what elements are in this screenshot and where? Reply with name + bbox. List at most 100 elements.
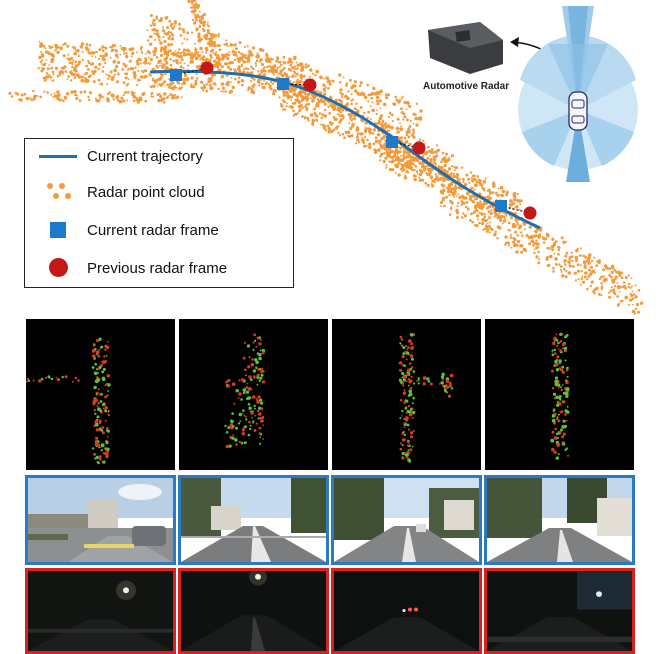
radar-point [365, 122, 368, 125]
radar-point [136, 100, 140, 104]
radar-point [218, 44, 221, 47]
radar-point [407, 127, 411, 131]
radar-point [400, 442, 403, 445]
radar-point [608, 295, 612, 299]
radar-point [102, 58, 106, 61]
radar-point [519, 203, 522, 206]
radar-point [407, 103, 409, 106]
radar-point [535, 255, 539, 259]
radar-point [402, 149, 406, 153]
radar-point [403, 136, 407, 140]
radar-point [235, 55, 238, 57]
radar-point [557, 253, 560, 256]
radar-point [552, 341, 556, 345]
radar-point [486, 190, 489, 192]
radar-point [609, 289, 613, 292]
radar-point [218, 68, 222, 72]
radar-point [564, 263, 567, 266]
radar-point [98, 446, 100, 449]
radar-point [534, 230, 538, 234]
radar-point [127, 90, 130, 94]
radar-point [556, 416, 559, 418]
radar-point [426, 156, 430, 160]
radar-point [406, 423, 410, 427]
radar-point [182, 53, 186, 57]
radar-point [260, 407, 264, 411]
radar-point [634, 295, 638, 299]
radar-point [551, 237, 555, 241]
radar-point [331, 79, 335, 83]
radar-point [542, 241, 546, 244]
radar-point [183, 74, 187, 78]
radar-point [235, 389, 239, 393]
radar-point [552, 245, 555, 248]
radar-point [208, 83, 212, 87]
radar-point [371, 92, 375, 96]
radar-point [614, 275, 618, 279]
radar-point [500, 214, 504, 219]
radar-point [237, 65, 241, 69]
radar-point [465, 205, 468, 209]
radar-point [207, 24, 210, 28]
radar-point [414, 113, 417, 116]
radar-point [561, 425, 565, 429]
radar-point [202, 20, 206, 24]
radar-point [359, 106, 363, 109]
radar-point [631, 309, 636, 314]
radar-point [285, 90, 289, 95]
radar-point [252, 78, 256, 81]
radar-point [408, 104, 412, 108]
radar-point [296, 78, 299, 82]
radar-point [169, 93, 172, 97]
radar-point [239, 420, 242, 422]
radar-point [266, 65, 269, 69]
radar-point [482, 228, 485, 231]
radar-point [412, 135, 416, 139]
radar-point [426, 173, 429, 176]
radar-point [352, 117, 355, 120]
radar-point [442, 378, 444, 381]
radar-point [353, 118, 356, 121]
radar-point [324, 128, 328, 132]
radar-point [453, 192, 456, 195]
radar-point [561, 274, 565, 278]
radar-point [323, 108, 327, 112]
radar-point [429, 160, 433, 163]
radar-point [214, 52, 217, 55]
radar-point [259, 398, 263, 402]
radar-point [515, 198, 518, 201]
night-camera-image [484, 568, 635, 654]
radar-point [40, 67, 43, 69]
radar-point [515, 250, 519, 254]
radar-point [67, 75, 70, 78]
radar-point [562, 347, 565, 350]
radar-point [282, 93, 285, 96]
radar-point [509, 236, 513, 239]
radar-point [193, 21, 197, 25]
radar-point [292, 73, 295, 76]
radar-point [558, 430, 562, 434]
radar-point [590, 270, 594, 274]
radar-point [494, 230, 497, 234]
radar-point [133, 76, 137, 80]
radar-point [132, 99, 136, 103]
radar-point [168, 78, 171, 81]
radar-point [195, 27, 199, 31]
radar-point [399, 335, 403, 339]
radar-point [401, 444, 404, 447]
radar-point [520, 244, 524, 248]
radar-point [205, 83, 208, 86]
radar-point [187, 0, 191, 3]
radar-point [225, 444, 230, 449]
radar-point [265, 54, 269, 58]
radar-point [552, 270, 555, 273]
radar-point [224, 424, 227, 428]
radar-point [418, 173, 423, 177]
radar-point [193, 13, 196, 16]
radar-point [206, 29, 210, 32]
radar-point [86, 67, 90, 71]
radar-point [240, 58, 244, 61]
radar-point [482, 188, 486, 192]
radar-point [144, 99, 148, 103]
radar-point [96, 415, 100, 419]
